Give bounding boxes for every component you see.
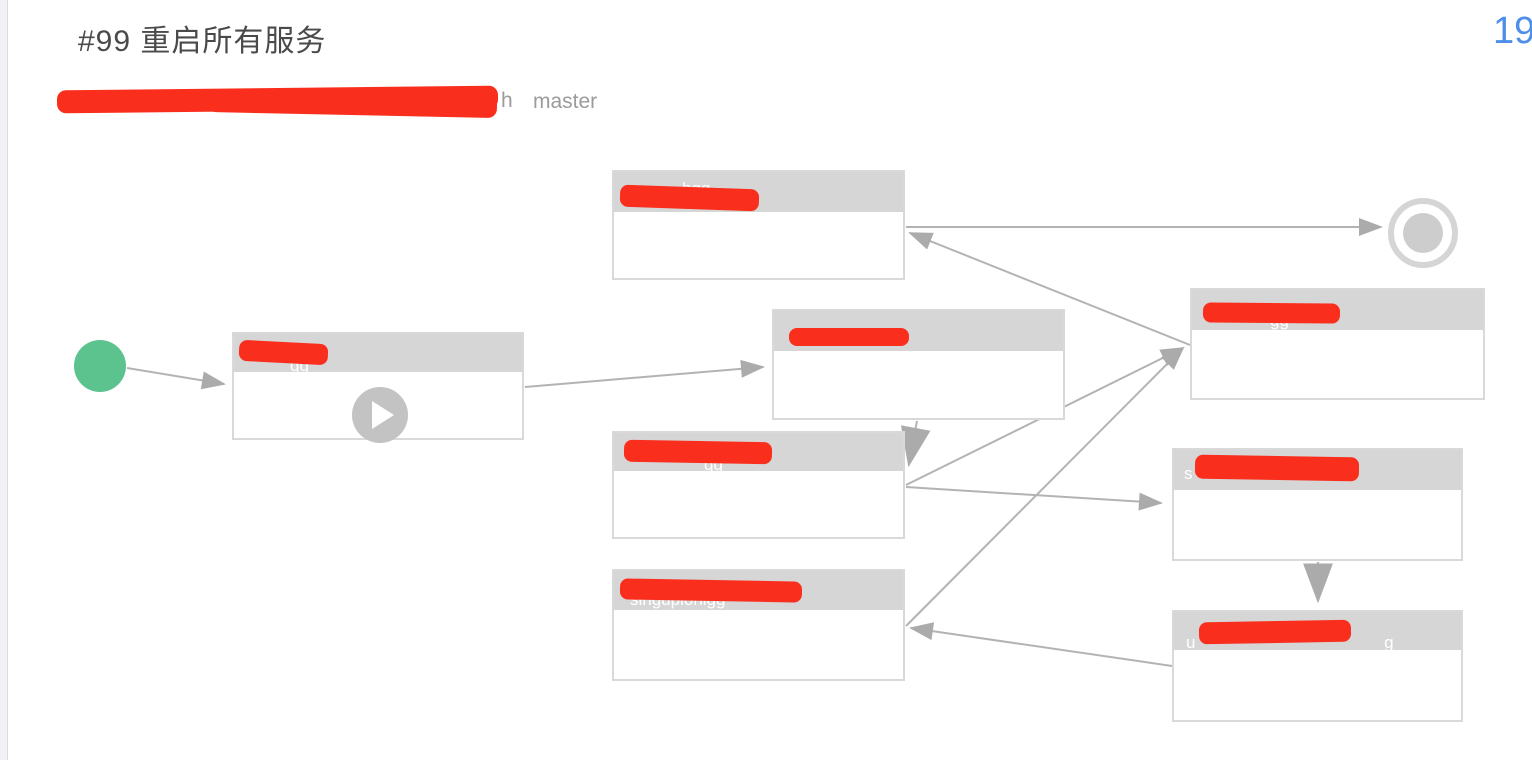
end-node-inner-circle	[1403, 213, 1443, 253]
play-icon	[372, 401, 394, 429]
repo-url-fragment-tail: h	[501, 89, 513, 112]
pipeline-node-job-right-top[interactable]: gg	[1190, 288, 1485, 400]
node-body	[614, 610, 903, 679]
redaction-scribble	[1198, 619, 1352, 645]
pipeline-node-job-right-bottom[interactable]: u gg	[1172, 610, 1495, 722]
pipeline-end-node	[1388, 198, 1458, 268]
node-header: s	[1174, 450, 1461, 490]
redaction-scribble	[619, 578, 803, 603]
page-title: #99 重启所有服务	[78, 25, 327, 58]
node-body	[774, 351, 1063, 418]
edge-job-mid-job-left-upper	[900, 420, 931, 468]
node-label-fragment: u gg	[1186, 633, 1495, 652]
node-header: u gg	[1174, 612, 1495, 652]
node-body	[614, 212, 903, 278]
node-body	[1174, 490, 1461, 559]
edge-job-left-upper-job-right-mid	[905, 486, 1163, 511]
pipeline-node-build[interactable]: gg	[232, 332, 524, 443]
pipeline-node-job-right-mid[interactable]: s	[1172, 448, 1463, 561]
edge-build-job-mid	[524, 359, 765, 388]
redaction-scribble	[789, 328, 909, 346]
redaction-scribble	[238, 339, 329, 366]
node-body	[1174, 650, 1461, 720]
pipeline-node-job-left-upper[interactable]: gg	[612, 431, 905, 539]
redaction-scribble	[619, 184, 760, 212]
edge-job-right-bottom-job-left-lower	[909, 622, 1173, 667]
node-header: gg	[614, 433, 903, 474]
build-number: 19	[1493, 10, 1532, 52]
repo-url-row[interactable]: /shagg h	[56, 84, 527, 120]
left-edge-strip	[0, 0, 8, 760]
node-body	[614, 471, 903, 537]
play-button[interactable]	[352, 387, 408, 443]
redaction-scribble	[1194, 454, 1360, 482]
pipeline-node-job-left-lower[interactable]: singupionigg	[612, 569, 905, 681]
node-label-fragment: s	[1184, 464, 1193, 483]
node-header: gg	[234, 334, 522, 375]
node-header	[774, 311, 1063, 351]
node-body	[1192, 330, 1483, 398]
redaction-scribble	[206, 89, 498, 119]
edge-start-build	[126, 367, 226, 390]
branch-label: master	[533, 90, 598, 113]
node-header: hgg	[614, 172, 903, 212]
pipeline-node-job-mid[interactable]	[772, 309, 1065, 420]
pipeline-start-node	[74, 340, 126, 392]
redaction-scribble	[623, 439, 773, 465]
node-body	[234, 372, 522, 443]
node-header: singupionigg	[614, 571, 903, 610]
pipeline-node-job-top[interactable]: hgg	[612, 170, 905, 280]
node-header: gg	[1192, 290, 1483, 330]
redaction-scribble	[1202, 302, 1341, 324]
